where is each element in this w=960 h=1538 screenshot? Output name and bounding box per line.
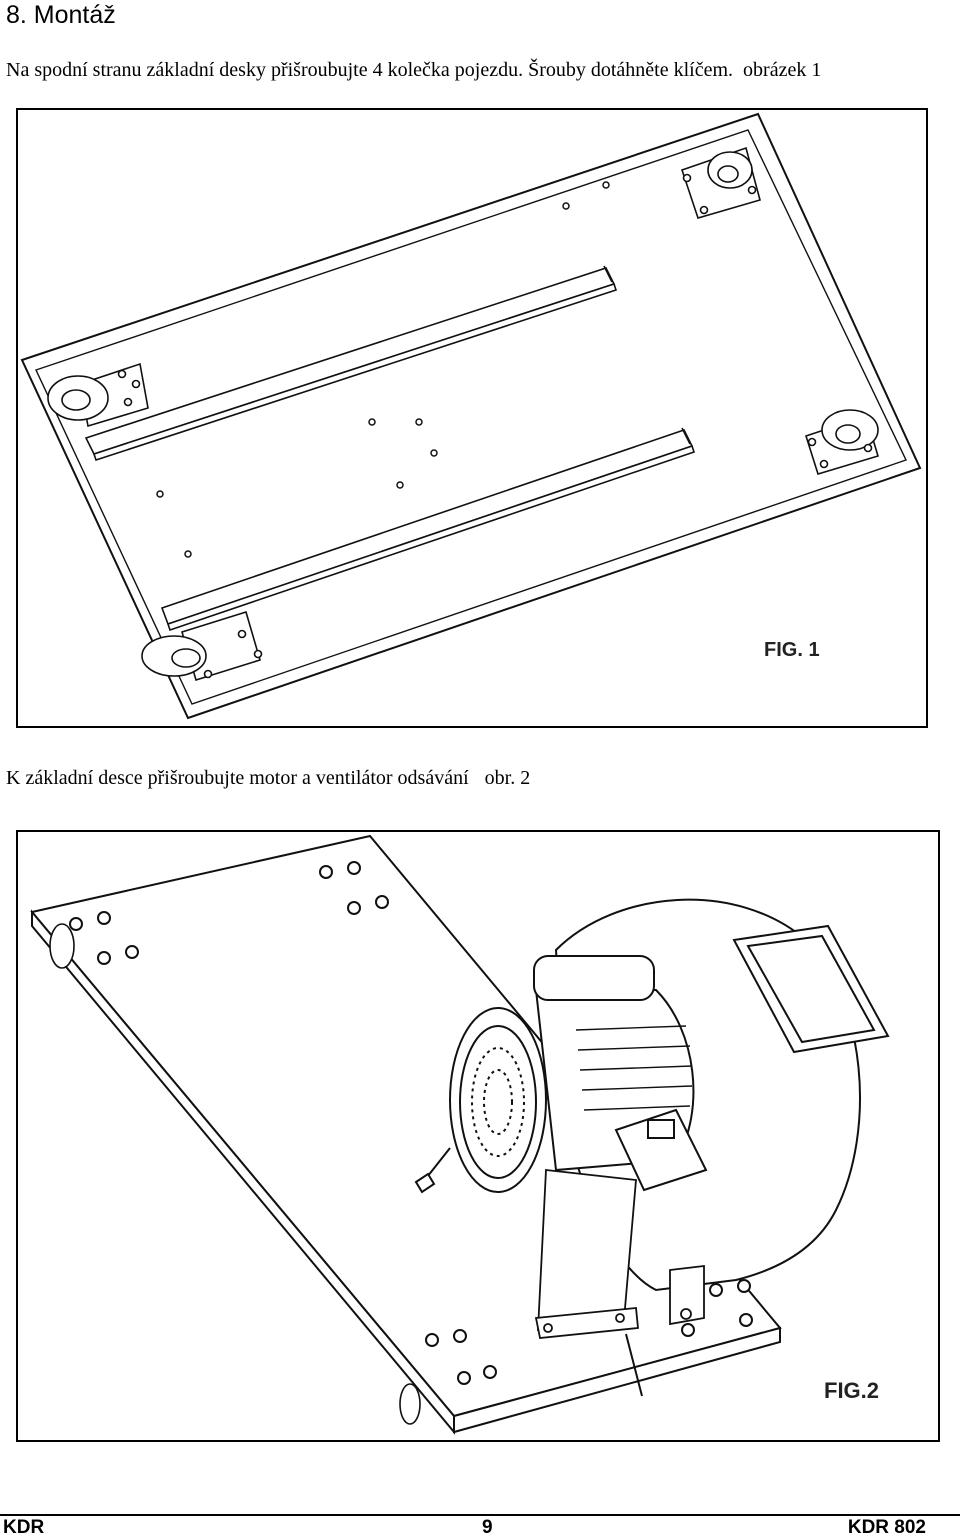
section-heading: 8. Montáž xyxy=(6,1,116,29)
fan-mount-foot xyxy=(669,1264,705,1326)
mounting-holes xyxy=(156,181,610,558)
motor xyxy=(533,955,708,1192)
page-footer: KDR 9 KDR 802 xyxy=(0,1514,960,1538)
motor-bracket xyxy=(534,1168,639,1339)
figure-reference-2: obr. 2 xyxy=(484,767,531,789)
castor-top-right xyxy=(680,146,761,219)
instruction-paragraph-1: Na spodní stranu základní desky přišroub… xyxy=(6,58,821,82)
motor-fan-cover xyxy=(449,1007,547,1193)
footer-brand: KDR xyxy=(3,1517,45,1538)
instruction-text-1: Na spodní stranu základní desky přišroub… xyxy=(6,59,734,81)
figure-1-base-board-with-castors: FIG. 1 xyxy=(16,108,928,728)
figure-1-label: FIG. 1 xyxy=(764,639,820,661)
castor-wheels xyxy=(49,923,421,1425)
footer-page-number: 9 xyxy=(482,1517,493,1538)
castor-left xyxy=(47,362,149,428)
instruction-text-2: K základní desce přišroubujte motor a ve… xyxy=(6,767,469,789)
screwdrivers xyxy=(414,1147,643,1397)
figure-2-label: FIG.2 xyxy=(824,1378,879,1403)
footer-model: KDR 802 xyxy=(847,1517,926,1538)
figure-reference-1: obrázek 1 xyxy=(743,59,822,81)
rail-lower xyxy=(160,427,696,632)
castor-bottom-left xyxy=(141,610,263,682)
instruction-paragraph-2: K základní desce přišroubujte motor a ve… xyxy=(6,766,530,790)
base-board-outline xyxy=(20,112,922,720)
castor-right xyxy=(805,409,879,475)
figure-2-motor-and-fan-assembly: FIG.2 xyxy=(16,830,940,1442)
rail-upper xyxy=(84,265,618,462)
board-holes xyxy=(69,861,753,1385)
